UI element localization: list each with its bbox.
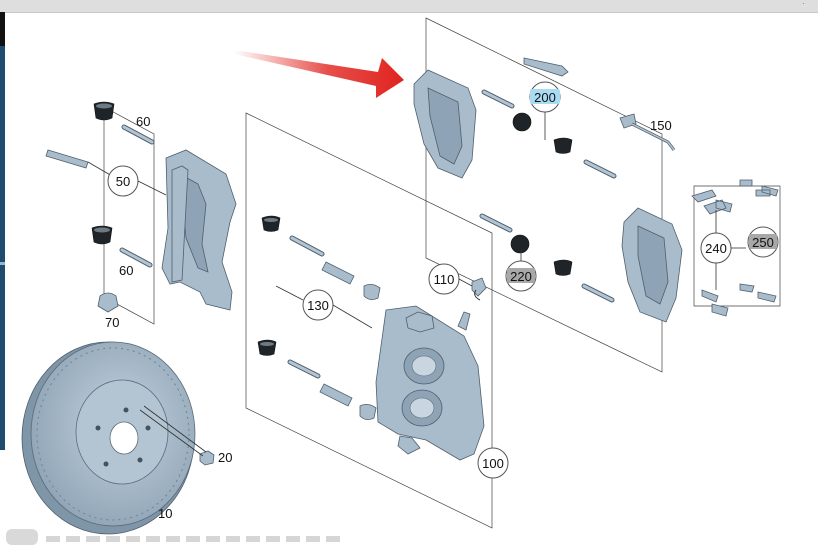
caliper-slide-parts xyxy=(257,215,381,420)
callout-240[interactable]: 240 xyxy=(700,232,732,264)
callout-240-label: 240 xyxy=(705,241,727,256)
callout-220-label: 220 xyxy=(510,269,532,284)
bottom-status-text xyxy=(46,536,346,542)
bracket-bolts xyxy=(45,101,155,313)
callout-110[interactable]: 110 xyxy=(428,263,460,295)
callout-250-label: 250 xyxy=(752,235,774,250)
wear-sensor xyxy=(619,113,676,151)
callout-50[interactable]: 50 xyxy=(107,165,139,197)
callout-leaders xyxy=(137,112,746,329)
pad-hardware-clips xyxy=(691,179,779,317)
frame-caliper-group xyxy=(245,112,493,529)
label-60-bottom[interactable]: 60 xyxy=(119,263,133,278)
brake-disc xyxy=(21,341,196,535)
label-60-top[interactable]: 60 xyxy=(136,114,150,129)
callout-100-label: 100 xyxy=(482,456,504,471)
caliper-bracket xyxy=(161,149,237,311)
callout-50-label: 50 xyxy=(116,174,130,189)
callout-100[interactable]: 100 xyxy=(477,447,509,479)
pad-pins-and-caps xyxy=(479,57,617,303)
window-menu-icon[interactable]: · xyxy=(802,0,805,8)
left-sidebar-strip xyxy=(0,12,5,450)
callout-110-label: 110 xyxy=(434,272,455,287)
callout-250[interactable]: 250 xyxy=(747,226,779,258)
callout-130[interactable]: 130 xyxy=(302,289,334,321)
label-20[interactable]: 20 xyxy=(218,450,232,465)
callout-220[interactable]: 220 xyxy=(505,260,537,292)
brake-pad-outer xyxy=(621,207,683,323)
left-sidebar-marker xyxy=(0,262,5,265)
label-70[interactable]: 70 xyxy=(105,315,119,330)
disc-screw xyxy=(139,405,215,466)
bleed-screw-and-sensor xyxy=(457,277,487,331)
left-sidebar-header xyxy=(0,12,5,46)
label-10[interactable]: 10 xyxy=(158,506,172,521)
window-top-bar: · xyxy=(0,0,818,13)
bottom-status-button[interactable] xyxy=(6,529,38,545)
red-arrow-icon xyxy=(234,50,404,98)
callout-200-label: 200 xyxy=(534,90,556,105)
callout-200[interactable]: 200 xyxy=(529,81,561,113)
label-150[interactable]: 150 xyxy=(650,118,672,133)
callout-130-label: 130 xyxy=(307,298,329,313)
brake-pad-inner xyxy=(413,69,477,179)
caliper-housing xyxy=(375,305,485,461)
frame-pads-group xyxy=(425,17,663,373)
